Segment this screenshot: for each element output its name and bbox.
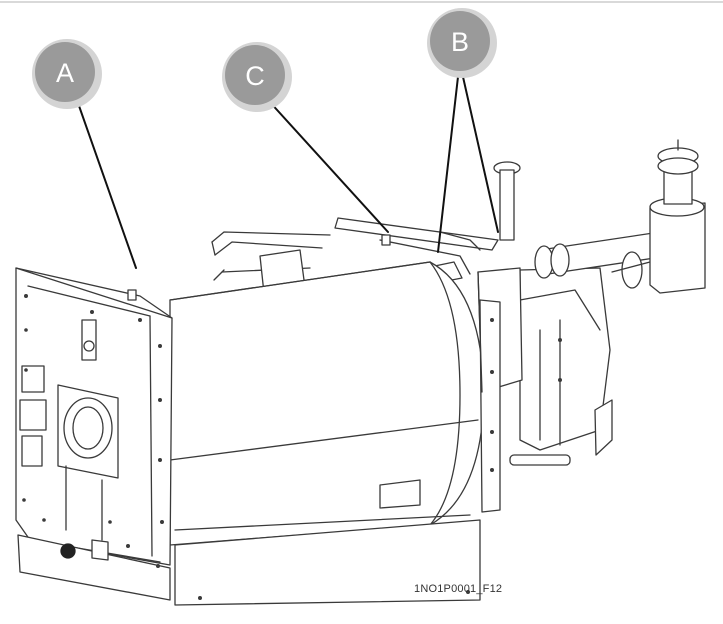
callout-a-label: A [56, 58, 74, 88]
leader-line-c [267, 99, 389, 233]
callout-a: A [32, 39, 102, 109]
combustion-chamber [169, 261, 485, 606]
front-mounting-plate [15, 267, 562, 601]
callout-c: C [222, 42, 292, 112]
top-border [0, 1, 723, 3]
callout-c-label: C [245, 61, 265, 91]
flange-pipe-assembly [493, 139, 706, 466]
callout-b: B [427, 8, 497, 78]
callout-b-label: B [451, 27, 469, 57]
figure-code: 1NO1P0001_F12 [414, 583, 503, 595]
leader-line-a [77, 102, 137, 269]
leader-line-b-left [437, 67, 460, 253]
rear-mounting-plate [477, 267, 523, 513]
leader-line-b-right [460, 67, 499, 233]
